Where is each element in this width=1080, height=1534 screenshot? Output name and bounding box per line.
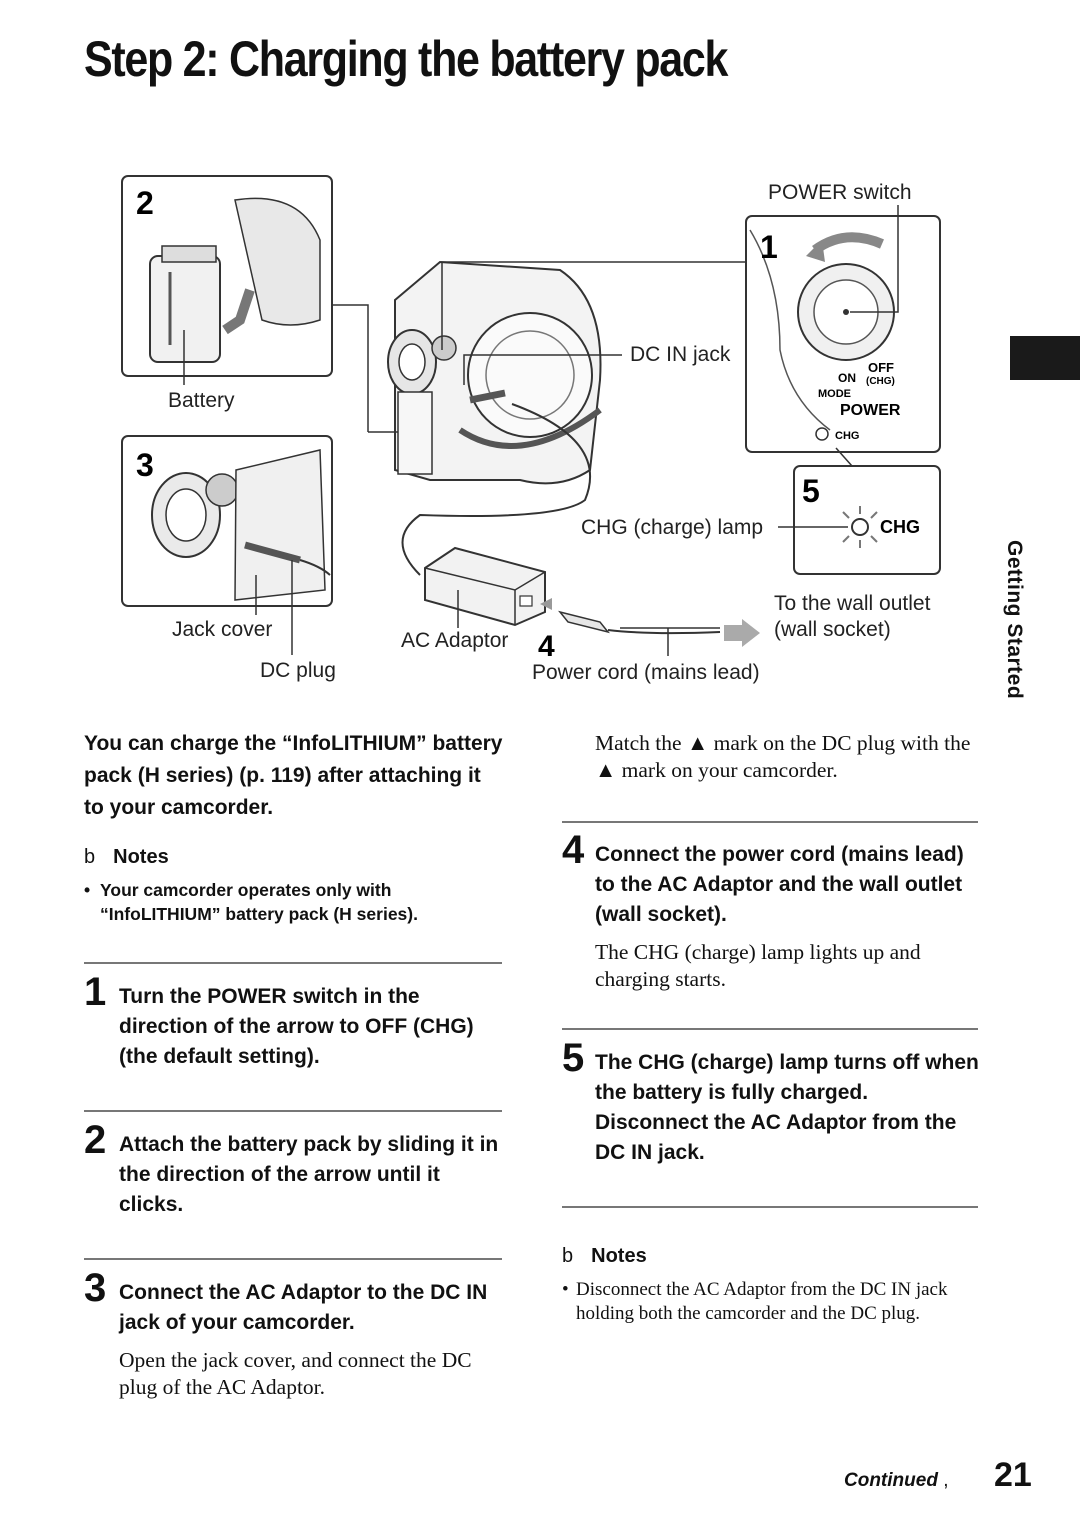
- chg-lamp-lit-icon: [842, 506, 878, 548]
- step-1-text: Turn the POWER switch in the direction o…: [119, 985, 474, 1068]
- divider: [84, 1110, 502, 1112]
- section-tab-label: Getting Started: [1003, 540, 1026, 700]
- label-jack-cover: Jack cover: [172, 618, 273, 641]
- chg-lamp-icon: [815, 427, 829, 441]
- divider: [562, 821, 978, 823]
- bullet-icon: •: [84, 880, 91, 900]
- note-right-1: Disconnect the AC Adaptor from the DC IN…: [576, 1279, 948, 1324]
- label-wall-socket: (wall socket): [774, 618, 891, 641]
- label-power-switch: POWER switch: [768, 181, 912, 204]
- svg-text:CHG: CHG: [835, 430, 859, 442]
- step-3-body: Open the jack cover, and connect the DC …: [119, 1348, 472, 1399]
- step-2-text: Attach the battery pack by sliding it in…: [119, 1133, 499, 1216]
- page-number: 21: [994, 1456, 1032, 1494]
- svg-text:OFF: OFF: [868, 360, 894, 375]
- section-tab-marker: [1010, 336, 1080, 380]
- step-1-number: 1: [84, 970, 107, 1014]
- panel-number-5: 5: [802, 473, 820, 509]
- plug-arrow-icon: [540, 598, 552, 610]
- panel-chg-lamp: [793, 465, 941, 575]
- step-3-number: 3: [84, 1266, 107, 1310]
- power-cord-plug-drawing: [558, 610, 721, 635]
- camcorder-drawing: [387, 260, 602, 485]
- panel-number-1: 1: [760, 229, 778, 265]
- step-3-text: Connect the AC Adaptor to the DC IN jack…: [119, 1281, 488, 1334]
- step-5-number: 5: [562, 1036, 585, 1080]
- bullet-icon: •: [562, 1279, 569, 1300]
- label-ac-adaptor: AC Adaptor: [401, 629, 509, 652]
- divider: [84, 962, 502, 964]
- label-battery: Battery: [168, 389, 235, 412]
- label-dc-plug: DC plug: [260, 659, 336, 682]
- svg-text:CHG: CHG: [880, 517, 920, 537]
- step-5-text: The CHG (charge) lamp turns off when the…: [595, 1051, 979, 1164]
- intro-text: You can charge the “InfoLITHIUM” battery…: [84, 732, 503, 819]
- svg-text:POWER: POWER: [840, 402, 901, 419]
- rotation-arrow-icon: [806, 240, 825, 262]
- panel-number-2: 2: [136, 185, 154, 221]
- page-title: Step 2: Charging the battery pack: [84, 31, 728, 87]
- divider: [84, 1258, 502, 1260]
- match-mark-text: Match the ▲ mark on the DC plug with the…: [595, 731, 971, 782]
- step-4-body: The CHG (charge) lamp lights up and char…: [595, 940, 921, 991]
- step-2-number: 2: [84, 1118, 107, 1162]
- divider: [562, 1028, 978, 1030]
- panel-number-4: 4: [538, 630, 555, 663]
- power-switch-drawing: OFF (CHG) ON MODE POWER CHG: [749, 229, 901, 442]
- svg-text:MODE: MODE: [818, 388, 851, 400]
- divider: [562, 1206, 978, 1208]
- svg-text:ON: ON: [838, 371, 856, 385]
- label-wall-outlet: To the wall outlet: [774, 592, 931, 615]
- label-power-cord: Power cord (mains lead): [532, 661, 760, 684]
- note-left-1: Your camcorder operates only with “InfoL…: [100, 880, 418, 924]
- label-dc-in-jack: DC IN jack: [630, 343, 731, 366]
- ac-adaptor-drawing: [424, 546, 546, 627]
- step-4-number: 4: [562, 828, 585, 872]
- battery-drawing: [149, 197, 321, 363]
- notes-marker-icon: b: [562, 1245, 574, 1267]
- label-chg-lamp: CHG (charge) lamp: [581, 516, 764, 539]
- step-4-text: Connect the power cord (mains lead) to t…: [595, 843, 964, 926]
- continued-label: Continued ,: [844, 1470, 949, 1491]
- charging-illustration: 2 3 OFF (CHG) ON: [121, 175, 941, 663]
- wall-direction-arrow-icon: [724, 619, 760, 647]
- panel-number-3: 3: [136, 447, 154, 483]
- svg-text:(CHG): (CHG): [866, 376, 895, 387]
- notes-marker-icon: b: [84, 846, 96, 868]
- camcorder-closeup-drawing: [151, 449, 331, 601]
